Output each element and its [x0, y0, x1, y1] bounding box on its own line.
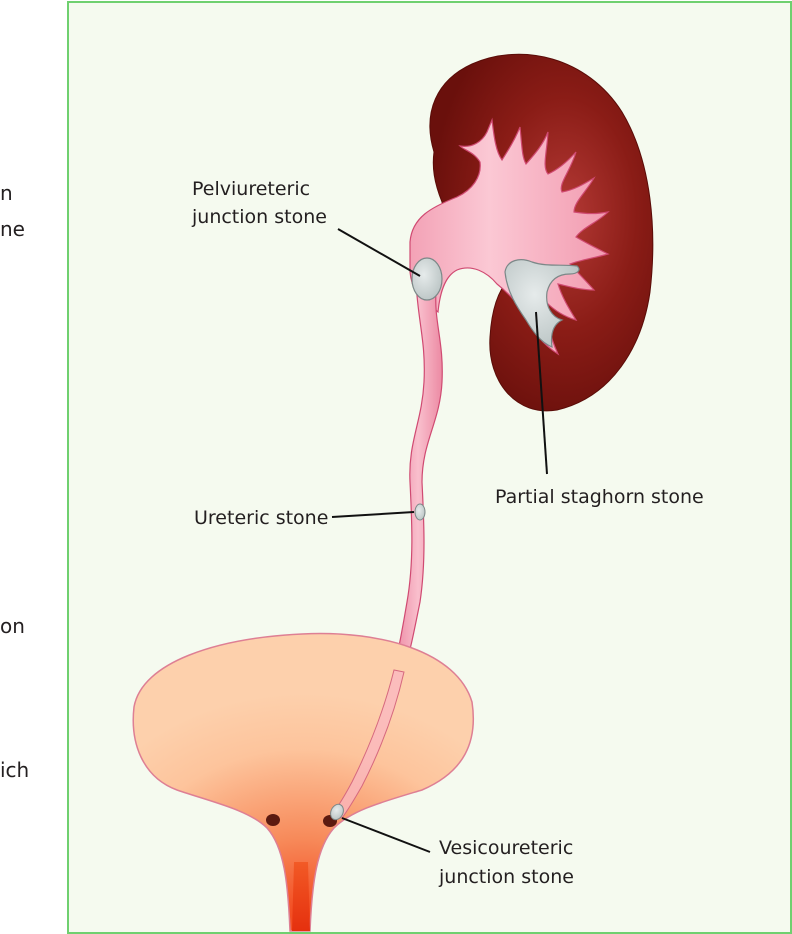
pelviureteric-leader-line: [337, 228, 421, 277]
staghorn-leader-line: [535, 311, 548, 475]
ureter: [393, 281, 443, 673]
partial-staghorn-label: Partial staghorn stone: [495, 486, 704, 508]
ureteric-leader-line: [331, 511, 415, 518]
ureteric-orifice-left: [266, 814, 280, 826]
margin-text-fragment-1: n: [0, 181, 13, 205]
vesicoureteric-label-line-1: Vesicoureteric: [439, 837, 573, 859]
pelviureteric-junction-stone: [411, 257, 443, 301]
vesicoureteric-label-line-2: junction stone: [438, 866, 574, 888]
vesicoureteric-junction-stone: [330, 803, 344, 821]
pelviureteric-label-line-2: junction stone: [191, 206, 327, 228]
ureteric-stone: [414, 503, 426, 521]
pelviureteric-label-line-1: Pelviureteric: [192, 178, 310, 200]
figure-panel: Pelviureteric junction stone Partial sta…: [67, 1, 792, 934]
ureteric-label: Ureteric stone: [194, 507, 328, 529]
margin-text-fragment-2: ne: [0, 217, 25, 241]
vesicoureteric-leader-line: [341, 817, 431, 853]
partial-staghorn-stone: [504, 259, 580, 348]
urethra: [292, 862, 310, 931]
margin-text-fragment-4: ich: [0, 758, 30, 782]
margin-text-fragment-3: on: [0, 614, 25, 638]
urinary-tract-diagram: Pelviureteric junction stone Partial sta…: [132, 53, 704, 932]
